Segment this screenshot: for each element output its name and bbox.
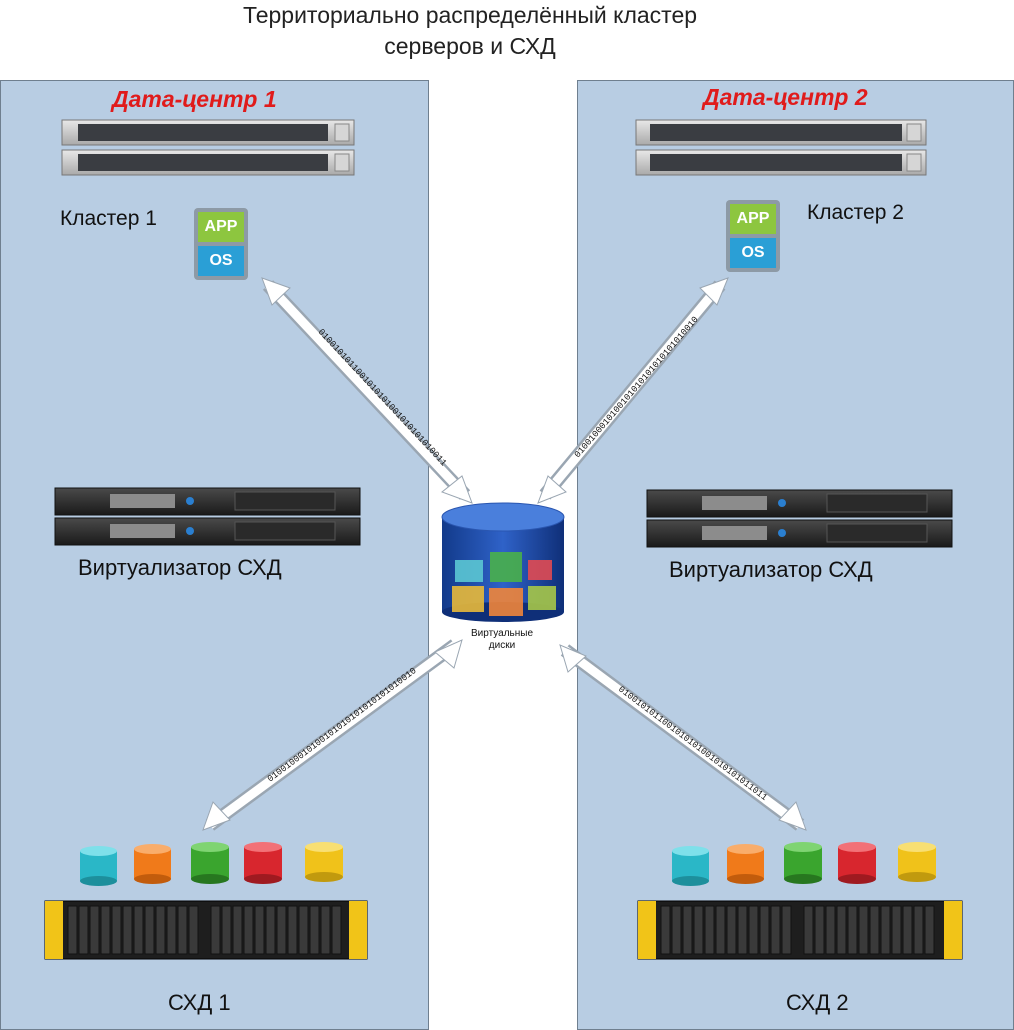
virtual-disks-database-icon [441,502,565,622]
disk-red-icon [838,842,876,884]
disk-orange-icon [727,844,764,884]
app-os-icon-1: APP OS [194,208,248,280]
datacenter-1-label: Дата-центр 1 [112,86,277,112]
disk-cylinders-1 [80,842,343,886]
server-rack-2 [635,119,927,176]
storage-1-label: СХД 1 [168,990,231,1015]
cluster-2-label: Кластер 2 [807,201,904,224]
storage-2-label: СХД 2 [786,990,849,1015]
disk-cyan-icon [80,846,117,886]
datacenter-2-label: Дата-центр 2 [703,84,868,110]
binary-stream-2: 0100100010100101010101010101010010 [573,315,701,460]
app-label: APP [730,204,776,234]
disk-cylinders-2 [672,842,936,886]
disk-green-icon [191,842,229,884]
disk-yellow-icon [898,842,936,882]
binary-stream-4: 0100101011001010101001010101011011 [616,684,769,803]
server-rack-1 [61,119,355,176]
virtualizer-rack-1 [54,487,361,546]
cluster-1-label: Кластер 1 [60,207,157,230]
diagram-title-line2: серверов и СХД [384,33,556,59]
app-label: APP [198,212,244,242]
app-os-icon-2: APP OS [726,200,780,272]
virtualizer-2-label: Виртуализатор СХД [669,557,873,582]
binary-stream-3: 0100100010100101010101010101010010 [266,666,419,785]
arrow-storage2-to-disks [559,644,807,831]
arrow-storage1-to-disks [202,639,463,831]
os-label: OS [730,238,776,268]
storage-array-2 [637,900,963,960]
binary-stream-1: 0100101011001010101001010101010011 [316,327,449,468]
disk-yellow-icon [305,842,343,882]
disk-red-icon [244,842,282,884]
virtualizer-1-label: Виртуализатор СХД [78,555,282,580]
virtualizer-rack-2 [646,489,953,548]
arrow-cluster1-to-disks [261,277,473,504]
arrow-cluster2-to-disks [537,277,729,504]
disk-cyan-icon [672,846,709,886]
os-label: OS [198,246,244,276]
disk-orange-icon [134,844,171,884]
disk-green-icon [784,842,822,884]
virtual-disks-label: Виртуальные диски [470,628,534,651]
diagram-title-line1: Территориально распределённый кластер [242,2,698,28]
storage-array-1 [44,900,368,960]
